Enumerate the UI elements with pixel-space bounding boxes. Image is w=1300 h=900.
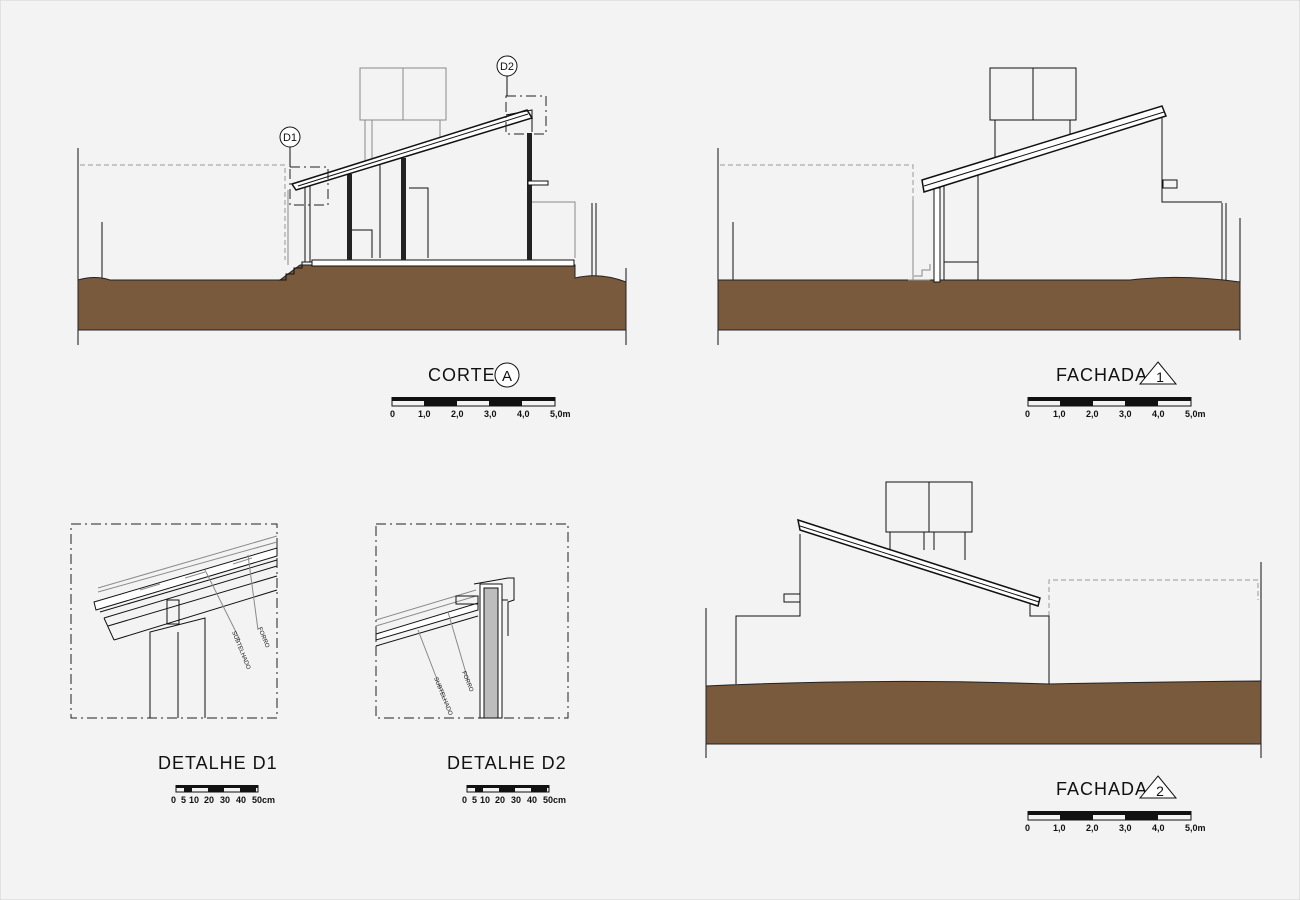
detalhe-d1-title: DETALHE D1 (158, 753, 278, 773)
scale-tick: 2,0 (1086, 409, 1099, 419)
scale-tick: 1,0 (418, 409, 431, 419)
scale-tick: 3,0 (1119, 409, 1132, 419)
scale-tick: 5,0m (1185, 823, 1206, 833)
scale-tick: 5 (472, 795, 477, 805)
scale-tick: 3,0 (484, 409, 497, 419)
scale-tick: 3,0 (1119, 823, 1132, 833)
corte-a-mark: A (502, 368, 512, 385)
scale-tick: 50cm (252, 795, 275, 805)
scale-bar-fachada-2: 0 1,0 2,0 3,0 4,0 5,0m (1025, 811, 1206, 833)
scale-tick: 10 (189, 795, 199, 805)
scale-tick: 30 (220, 795, 230, 805)
scale-bar-detalhe-d2: 0 5 10 20 30 40 50cm (462, 785, 566, 805)
scale-tick: 2,0 (1086, 823, 1099, 833)
corte-a-title-text: CORTE (428, 365, 496, 385)
scale-tick: 0 (462, 795, 467, 805)
scale-tick: 1,0 (1053, 409, 1066, 419)
scale-tick: 10 (480, 795, 490, 805)
scale-bar-fachada-1: 0 1,0 2,0 3,0 4,0 5,0m (1025, 397, 1206, 419)
scale-tick: 4,0 (1152, 409, 1165, 419)
callout-d2-label: D2 (500, 61, 514, 73)
fachada-2-mark: 2 (1156, 783, 1164, 799)
scale-tick: 1,0 (1053, 823, 1066, 833)
scale-tick: 2,0 (451, 409, 464, 419)
scale-tick: 0 (171, 795, 176, 805)
scale-tick: 50cm (543, 795, 566, 805)
scale-tick: 5 (181, 795, 186, 805)
scale-tick: 20 (495, 795, 505, 805)
fachada-2-drawing (705, 481, 1262, 758)
corte-a-title: CORTE A (428, 362, 520, 388)
fachada-2-title: FACHADA 2 (1056, 775, 1178, 799)
fachada-2-title-text: FACHADA (1056, 779, 1148, 799)
scale-tick: 20 (204, 795, 214, 805)
scale-tick: 30 (511, 795, 521, 805)
elevation-mark-triangle (1138, 361, 1178, 385)
fachada-1-title-text: FACHADA (1056, 365, 1148, 385)
scale-tick: 40 (527, 795, 537, 805)
corte-a-drawing: D1 D2 (77, 55, 627, 345)
detalhe-d2-title: DETALHE D2 (447, 753, 567, 773)
scale-bar-corte-a: 0 1,0 2,0 3,0 4,0 5,0m (390, 397, 571, 419)
section-mark-circle (494, 362, 520, 388)
fachada-1-title: FACHADA 1 (1056, 361, 1178, 385)
scale-tick: 0 (1025, 409, 1030, 419)
scale-tick: 0 (1025, 823, 1030, 833)
callout-d1-label: D1 (283, 132, 297, 144)
scale-bar-detalhe-d1: 0 5 10 20 30 40 50cm (171, 785, 275, 805)
scale-tick: 4,0 (517, 409, 530, 419)
scale-tick: 5,0m (1185, 409, 1206, 419)
scale-tick: 0 (390, 409, 395, 419)
scale-tick: 40 (236, 795, 246, 805)
elevation-mark-triangle (1138, 775, 1178, 799)
fachada-1-drawing (717, 67, 1241, 345)
fachada-1-mark: 1 (1156, 369, 1164, 385)
scale-tick: 4,0 (1152, 823, 1165, 833)
scale-tick: 5,0m (550, 409, 571, 419)
